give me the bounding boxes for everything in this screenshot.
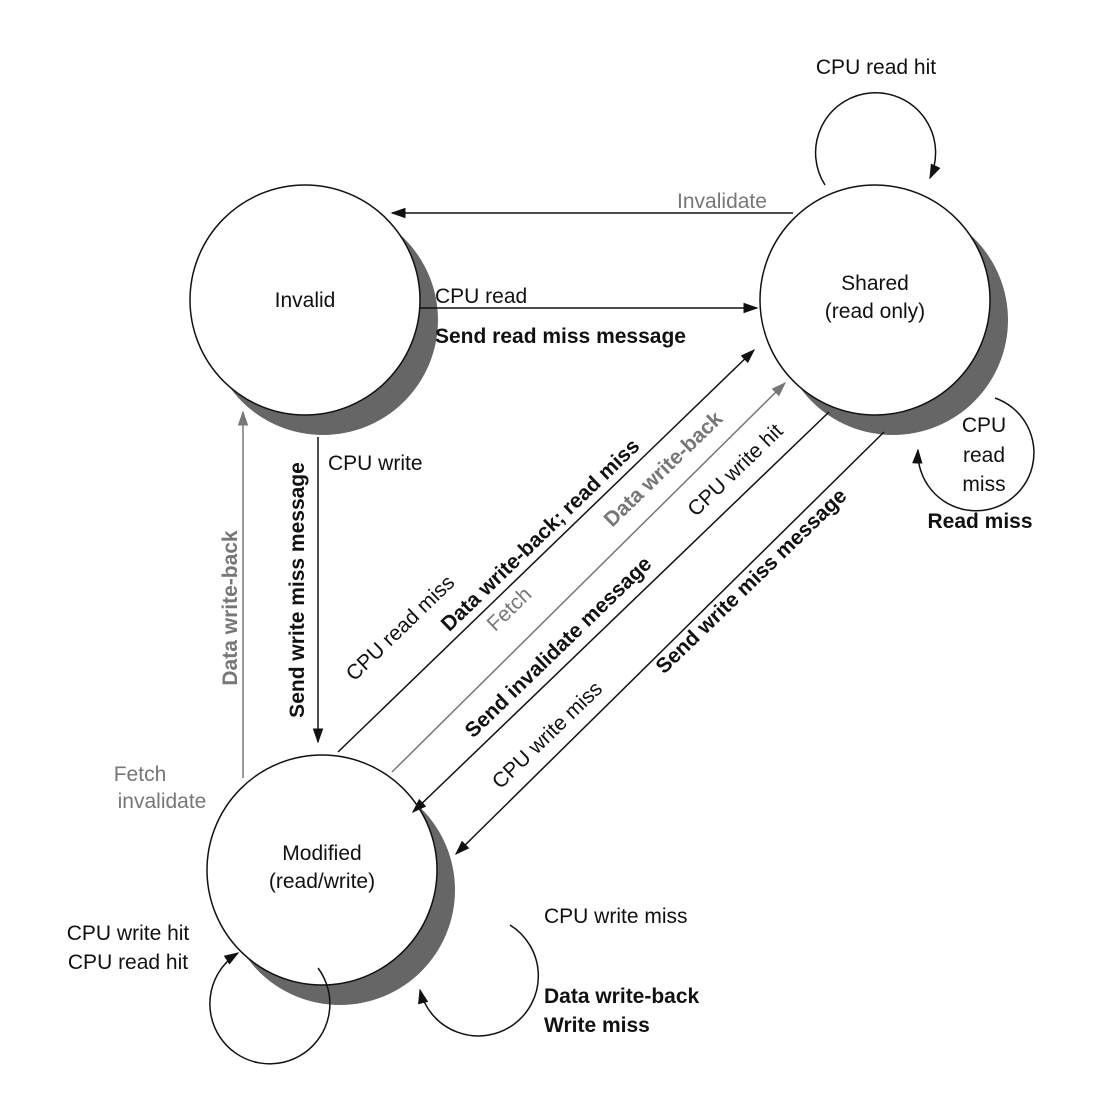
label: CPU read hit [68, 951, 188, 974]
label: Read miss [927, 510, 1032, 533]
label: Send write miss message [652, 484, 852, 678]
label: miss [962, 473, 1005, 496]
state-circle [759, 184, 991, 416]
arrow-read-miss-to-shared [337, 348, 756, 753]
label: CPU read [435, 285, 527, 308]
state-circle [189, 184, 421, 416]
label: CPU read hit [816, 56, 936, 79]
state-label: Shared [841, 272, 909, 295]
state-label: (read/write) [269, 870, 375, 893]
label: Fetch [114, 763, 167, 786]
label: Send write miss message [286, 462, 309, 718]
label: Data write-back [219, 530, 242, 686]
arrow-write-hit-to-modified [411, 411, 830, 814]
state-shared: Shared (read only) [759, 184, 1008, 435]
state-circle [206, 754, 438, 986]
label: CPU [962, 414, 1006, 437]
state-invalid: Invalid [189, 184, 438, 435]
label: invalidate [118, 790, 207, 813]
label: CPU write hit [67, 922, 190, 945]
loop-shared-top [814, 91, 941, 186]
label: CPU write [328, 452, 423, 475]
loop-modified-left [209, 952, 331, 1065]
label: CPU write miss [544, 905, 688, 928]
state-label: Modified [282, 842, 361, 865]
loop-shared-right [912, 397, 1035, 512]
label: CPU read miss [342, 571, 460, 686]
state-label: Invalid [275, 289, 336, 312]
arrow-write-miss-to-modified [454, 431, 885, 856]
label: Write miss [544, 1014, 650, 1037]
label: Send read miss message [435, 325, 686, 348]
loop-modified-right [418, 924, 540, 1037]
label: Data write-back [544, 985, 700, 1008]
label: Invalidate [677, 190, 767, 213]
state-label: (read only) [825, 300, 925, 323]
state-modified: Modified (read/write) [206, 754, 455, 1005]
label: read [963, 444, 1005, 467]
arrow-fetch-to-shared [391, 381, 787, 773]
